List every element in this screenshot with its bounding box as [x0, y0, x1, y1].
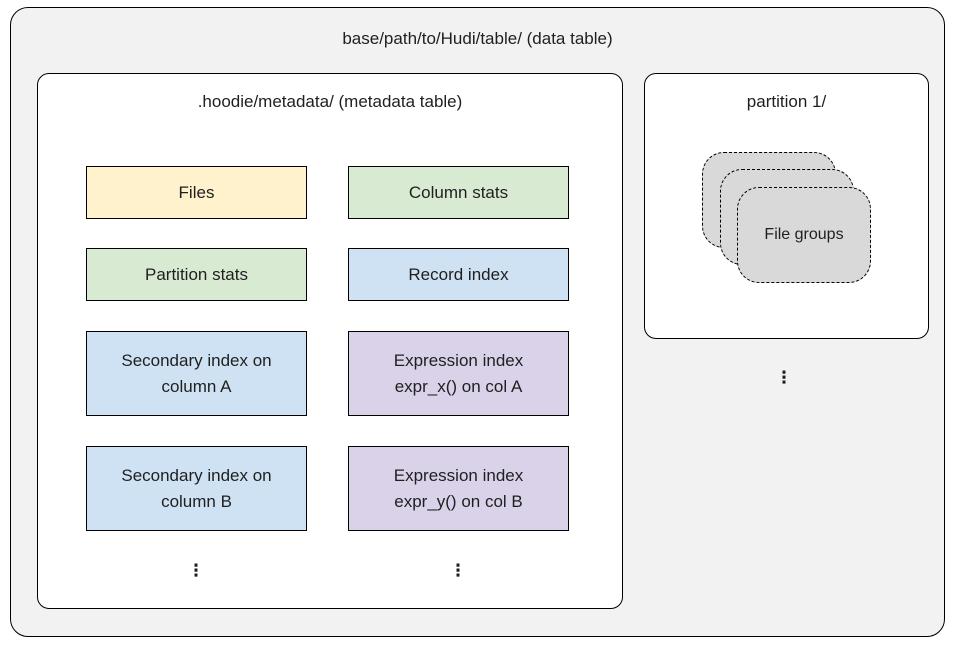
- metadata-box-secondary-index-col-b: Secondary index on column B: [86, 446, 307, 531]
- data-table-title: base/path/to/Hudi/table/ (data table): [342, 29, 613, 48]
- metadata-box-expression-index-col-b: Expression index expr_y() on col B: [348, 446, 569, 531]
- metadata-box-column-stats: Column stats: [348, 166, 569, 219]
- metadata-table-title: .hoodie/metadata/ (metadata table): [197, 92, 463, 111]
- file-group-card-front: File groups: [737, 187, 871, 283]
- more-partitions-ellipsis: ⋮: [775, 368, 793, 388]
- metadata-col2-more-ellipsis: ⋮: [449, 561, 467, 581]
- metadata-box-secondary-index-col-a: Secondary index on column A: [86, 331, 307, 416]
- metadata-box-files: Files: [86, 166, 307, 219]
- metadata-box-expression-index-col-a: Expression index expr_x() on col A: [348, 331, 569, 416]
- metadata-col1-more-ellipsis: ⋮: [187, 561, 205, 581]
- metadata-box-record-index: Record index: [348, 248, 569, 301]
- data-table-container: base/path/to/Hudi/table/ (data table) .h…: [10, 7, 945, 637]
- metadata-table-panel: .hoodie/metadata/ (metadata table) Files…: [37, 73, 623, 609]
- file-groups-label: File groups: [764, 226, 844, 243]
- partition-1-panel: partition 1/ File groups: [644, 73, 929, 339]
- partition-1-title: partition 1/: [746, 92, 827, 111]
- metadata-box-partition-stats: Partition stats: [86, 248, 307, 301]
